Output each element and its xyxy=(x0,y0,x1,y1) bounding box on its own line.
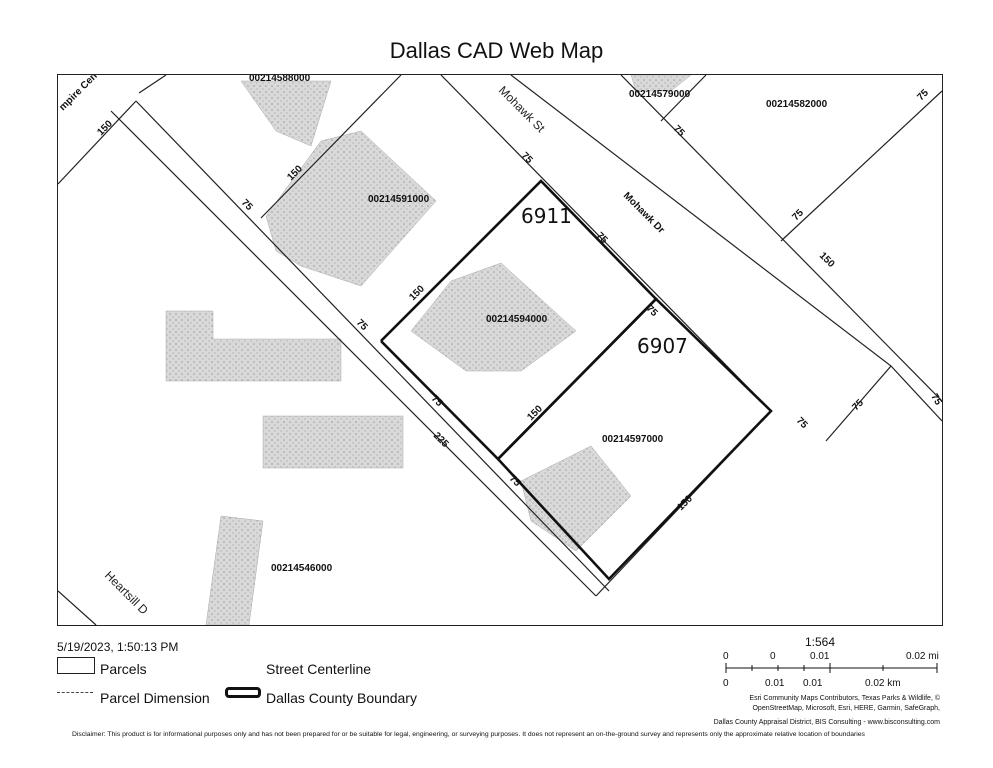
legend-parcels-label: Parcels xyxy=(100,661,147,677)
parcel-id-label: 00214588000 xyxy=(249,75,311,84)
svg-text:75: 75 xyxy=(915,87,931,103)
legend-county-boundary-swatch xyxy=(225,687,261,698)
legend-parcels-swatch xyxy=(57,657,95,674)
street-label-empire: mpire Cen xyxy=(58,75,100,113)
svg-text:150: 150 xyxy=(95,118,115,138)
attribution-line: OpenStreetMap, Microsoft, Esri, HERE, Ga… xyxy=(752,705,940,712)
parcel-lines xyxy=(58,75,942,625)
scale-km-tick: 0.01 xyxy=(765,678,785,689)
scale-mi-tick: 0.02 mi xyxy=(906,651,939,662)
scale-mi-tick: 0.01 xyxy=(810,651,830,662)
scale-km-tick: 0 xyxy=(723,678,729,689)
parcel-id-label: 00214597000 xyxy=(602,434,664,445)
svg-text:75: 75 xyxy=(794,415,810,431)
legend-street-centerline-label: Street Centerline xyxy=(266,661,372,677)
building-footprint xyxy=(630,75,692,92)
building-footprint xyxy=(165,310,342,382)
building-footprint xyxy=(520,445,632,552)
map-title: Dallas CAD Web Map xyxy=(389,38,604,63)
parcel-id-label: 00214546000 xyxy=(271,563,333,574)
map-canvas[interactable]: 75 150 75 75 75 150 75 75 150 75 225 150… xyxy=(57,74,943,626)
scale-km-tick: 0.02 km xyxy=(865,678,901,689)
handwritten-address: 6911 xyxy=(521,204,572,228)
street-label-mohawk-st: Mohawk St xyxy=(496,83,548,135)
print-datetime: 5/19/2023, 1:50:13 PM xyxy=(57,640,179,654)
svg-text:75: 75 xyxy=(928,392,942,408)
street-label-mohawk-dr: Mohawk Dr xyxy=(621,190,667,236)
legend-parcel-dimension-swatch xyxy=(57,692,93,693)
highlighted-parcels[interactable] xyxy=(380,179,773,581)
svg-text:150: 150 xyxy=(817,250,837,270)
parcel-id-label: 00214582000 xyxy=(766,99,828,110)
handwritten-address: 6907 xyxy=(637,334,688,358)
building-footprint xyxy=(262,415,404,469)
scale-bar xyxy=(725,663,938,673)
parcel-id-label: 00214594000 xyxy=(486,314,548,325)
svg-text:150: 150 xyxy=(407,283,427,303)
svg-text:75: 75 xyxy=(354,317,370,333)
parcel-id-label: 00214591000 xyxy=(368,194,430,205)
legend-parcel-dimension-label: Parcel Dimension xyxy=(100,690,210,706)
map-svg[interactable]: 75 150 75 75 75 150 75 75 150 75 225 150… xyxy=(58,75,942,625)
attribution-line: Esri Community Maps Contributors, Texas … xyxy=(749,695,940,702)
scale-mi-tick: 0 xyxy=(770,651,776,662)
building-footprint xyxy=(410,262,577,372)
svg-text:75: 75 xyxy=(790,207,806,223)
svg-text:150: 150 xyxy=(525,403,545,423)
building-footprint xyxy=(205,515,264,625)
street-label-heartsill: Heartsill D xyxy=(102,568,151,617)
scale-mi-tick: 0 xyxy=(723,651,729,662)
legend-county-boundary-label: Dallas County Boundary xyxy=(266,690,417,706)
svg-text:150: 150 xyxy=(675,493,695,513)
scale-km-tick: 0.01 xyxy=(803,678,823,689)
svg-text:75: 75 xyxy=(644,303,660,319)
svg-text:75: 75 xyxy=(519,150,535,166)
svg-text:75: 75 xyxy=(671,123,687,139)
scale-ratio: 1:564 xyxy=(805,635,836,649)
disclaimer: Disclaimer: This product is for informat… xyxy=(72,731,865,738)
building-footprint xyxy=(240,80,332,147)
attribution-line: Dallas County Appraisal District, BIS Co… xyxy=(713,719,940,726)
parcel-id-label: 00214579000 xyxy=(629,89,691,100)
